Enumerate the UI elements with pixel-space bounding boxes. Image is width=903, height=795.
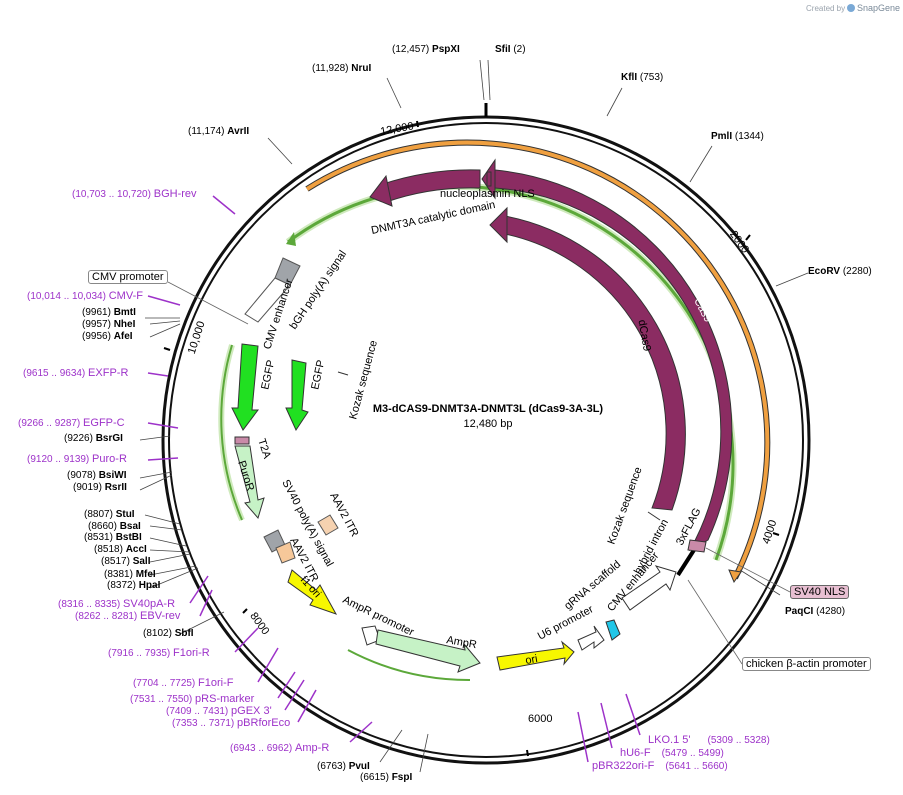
primer-ebv-rev: (8262 .. 8281) EBV-rev (75, 610, 181, 622)
enzyme-leaders (139, 59, 809, 773)
egfp-inner-label: EGFP (309, 359, 327, 391)
egfp-inner-arrow (285, 359, 309, 432)
cmv-promoter-leader (167, 281, 249, 325)
enzyme-pspxi: (12,457) PspXI (392, 44, 460, 55)
cmv-promoter-box[interactable]: CMV promoter (88, 270, 168, 284)
orange-arc-arrow-icon (728, 569, 742, 584)
dnmt3a-arc[interactable] (379, 169, 481, 203)
primer-f1ori-r: (7916 .. 7935) F1ori-R (108, 647, 210, 659)
enzyme-afei: (9956) AfeI (82, 331, 133, 342)
enzyme-bstbi: (8531) BstBI (84, 532, 142, 543)
chicken-actin-leader (687, 579, 743, 665)
primer-amp-r: (6943 .. 6962) Amp-R (230, 742, 330, 754)
dnmt3a-arrow-icon (369, 174, 393, 207)
f1-ori-arrow (287, 569, 338, 615)
primer-sv40pa-r: (8316 .. 8335) SV40pA-R (58, 598, 176, 610)
grna-scaffold-block (605, 619, 621, 641)
aav2-itr-right-block (317, 514, 339, 536)
credit-brand: SnapGene (857, 3, 900, 13)
enzyme-bsiwi: (9078) BsiWI (67, 470, 127, 481)
puror-arrow (234, 445, 265, 520)
primer-hu6-f: hU6-F (5479 .. 5499) (620, 747, 724, 759)
enzyme-acci: (8518) AccI (94, 544, 147, 555)
flag-block (687, 539, 707, 553)
enzyme-sfii: SfiI (2) (495, 44, 526, 55)
chicken-actin-promoter-box[interactable]: chicken β-actin promoter (742, 657, 871, 671)
ampr-label: AmpR (445, 634, 477, 651)
primer-pbrforeco: (7353 .. 7371) pBRforEco (172, 717, 291, 729)
primer-exfp-r: (9615 .. 9634) EXFP-R (23, 367, 129, 379)
bgh-polya-label: bGH poly(A) signal (288, 248, 350, 331)
nucleoplasmin-nls-block (486, 171, 492, 187)
cmv-enhancer-left-arrow (244, 277, 291, 323)
left-green-arc (220, 344, 243, 521)
enzyme-rsrii: (9019) RsrII (73, 482, 127, 493)
primer-egfp-c: (9266 .. 9287) EGFP-C (18, 417, 125, 429)
cmv-enhancer-right-arrow (621, 565, 677, 611)
orange-arc (305, 140, 770, 579)
enzyme-kfli: KflI (753) (621, 72, 664, 83)
ampr-arrow (375, 629, 481, 673)
credit-prefix: Created by (806, 4, 845, 13)
enzyme-bmti: (9961) BmtI (82, 307, 136, 318)
enzyme-stui: (8807) StuI (84, 509, 135, 520)
primer-prs-marker: (7531 .. 7550) pRS-marker (130, 693, 255, 705)
enzyme-pmli: PmlI (1344) (711, 131, 764, 142)
enzyme-pvui: (6763) PvuI (317, 761, 370, 772)
ruler-12000: 12,000 (379, 120, 414, 138)
ruler-10000: 10,000 (186, 320, 208, 356)
kozak-right-label: Kozak sequence (606, 465, 645, 546)
u6-promoter-arrow (577, 625, 605, 651)
sv40-nls-leader (705, 547, 791, 593)
enzyme-bsai: (8660) BsaI (88, 521, 141, 532)
primer-f1ori-f: (7704 .. 7725) F1ori-F (133, 677, 234, 689)
t2a-block (234, 436, 250, 445)
primer-bgh-rev: (10,703 .. 10,720) BGH-rev (72, 188, 197, 200)
plasmid-name: M3-dCAS9-DNMT3A-DNMT3L (dCas9-3A-3L) (373, 403, 604, 415)
enzyme-avrii: (11,174) AvrII (188, 126, 250, 137)
dcas9-arc[interactable] (504, 215, 686, 511)
enzyme-fspi: (6615) FspI (360, 772, 413, 783)
backbone-inner (168, 122, 804, 758)
primer-marks (147, 195, 641, 763)
enzyme-mfei: (8381) MfeI (104, 569, 156, 580)
nucleoplasmin-nls-label: nucleoplasmin NLS (440, 188, 535, 200)
dcas9-label: dCas9 (636, 319, 653, 352)
aav2-itr-left-block (275, 541, 296, 564)
kozak-left-mark (337, 371, 349, 376)
ampr-green-arc (347, 649, 471, 682)
green-arc-arrow-icon (286, 232, 296, 246)
primer-pgex-3: (7409 .. 7431) pGEX 3' (166, 705, 272, 717)
enzyme-hpai: (8372) HpaI (107, 580, 161, 591)
primer-lko-5: LKO.1 5' (5309 .. 5328) (648, 734, 770, 746)
dcas9-arrow-icon (489, 206, 508, 244)
sv40-nls-box[interactable]: SV40 NLS (790, 585, 850, 599)
ruler-6000: 6000 (528, 713, 552, 725)
kozak-right-mark (647, 511, 661, 521)
ruler-4000: 4000 (760, 519, 779, 546)
enzyme-sali: (8517) SalI (101, 556, 151, 567)
enzyme-bsrgi: (9226) BsrGI (64, 433, 123, 444)
enzyme-nhei: (9957) NheI (82, 319, 136, 330)
ruler-8000: 8000 (247, 610, 271, 637)
ori-label: ori (524, 653, 538, 667)
primer-cmv-f: (10,014 .. 10,034) CMV-F (27, 290, 143, 302)
egfp-outer-label: EGFP (259, 359, 277, 391)
egfp-outer-arrow (231, 343, 259, 431)
primer-pbr322ori-f: pBR322ori-F (5641 .. 5660) (592, 760, 728, 772)
enzyme-drui: (11,928) NruI (312, 63, 372, 74)
snapgene-logo-icon (847, 4, 855, 12)
ori-arrow (496, 640, 575, 671)
plasmid-length: 12,480 bp (464, 418, 513, 430)
enzyme-sbfi: (8102) SbfI (143, 628, 194, 639)
enzyme-ecorv: EcoRV (2280) (808, 266, 872, 277)
enzyme-paqci: PaqCI (4280) (785, 606, 846, 617)
chicken-actin-promoter-bar (676, 548, 696, 577)
t2a-label: T2A (255, 437, 273, 461)
primer-puro-r: (9120 .. 9139) Puro-R (27, 453, 127, 465)
